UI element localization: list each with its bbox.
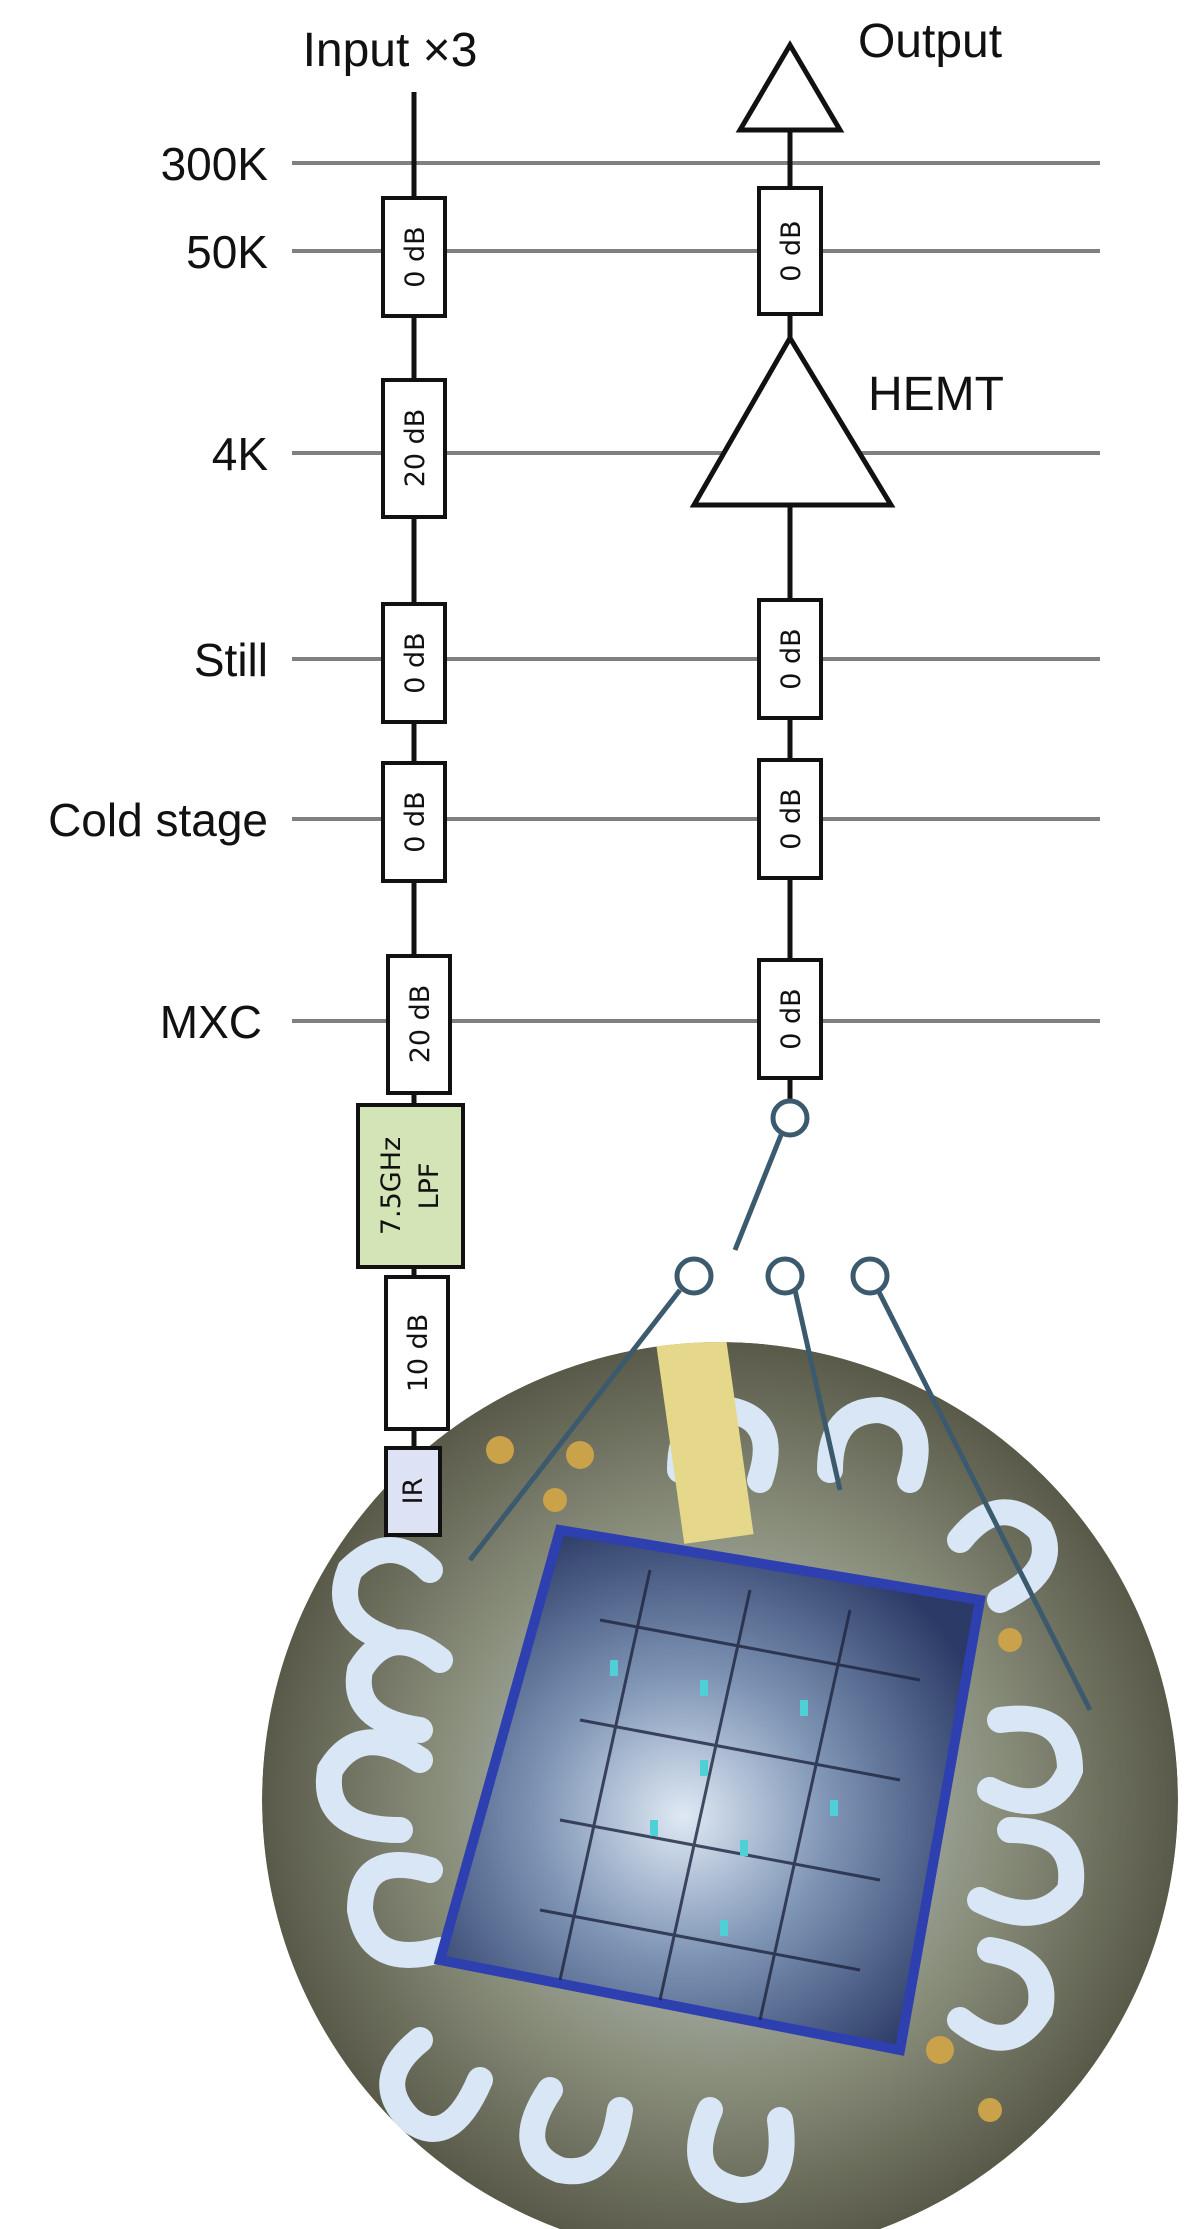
stage-labels: 300K 50K 4K Still Cold stage MXC (48, 138, 268, 1048)
output-port-circle (770, 1098, 810, 1138)
hemt-label: HEMT (868, 368, 1004, 421)
output-attenuator-still-label: 0 dB (776, 628, 807, 689)
input-attenuator-50k: 0 dB (381, 196, 447, 318)
ir-filter-label: IR (398, 1478, 429, 1505)
input-attenuator-10db-label: 10 dB (403, 1314, 434, 1393)
output-attenuator-50k: 0 dB (757, 186, 823, 316)
output-attenuator-cold-stage: 0 dB (757, 758, 823, 880)
stage-label-cold-stage: Cold stage (48, 794, 268, 846)
stage-label-still: Still (194, 634, 268, 686)
input-attenuator-10db: 10 dB (384, 1275, 450, 1431)
input-attenuator-mxc: 20 dB (386, 954, 452, 1095)
input-attenuator-4k: 20 dB (381, 378, 447, 519)
output-attenuator-cold-stage-label: 0 dB (776, 788, 807, 849)
stage-label-50k: 50K (186, 226, 268, 278)
chip-port-circle-3 (850, 1256, 890, 1296)
chip-photo (262, 1342, 1178, 2229)
input-attenuator-still-label: 0 dB (400, 632, 431, 693)
low-pass-filter: 7.5GHz LPF (356, 1103, 465, 1269)
input-attenuators: 0 dB 20 dB 0 dB 0 dB 20 dB (381, 196, 452, 1095)
input-attenuator-4k-label: 20 dB (400, 409, 431, 488)
stage-label-4k: 4K (212, 428, 269, 480)
stage-label-300k: 300K (161, 138, 269, 190)
lpf-label-type: LPF (414, 1163, 445, 1210)
input-attenuator-50k-label: 0 dB (400, 226, 431, 287)
output-label: Output (858, 15, 1002, 68)
chip-port-circle-1 (674, 1256, 714, 1296)
chip-port-circle-2 (765, 1256, 805, 1296)
hemt-amplifier-icon (689, 333, 896, 508)
input-label: Input ×3 (303, 24, 478, 77)
input-attenuator-cold-stage: 0 dB (381, 761, 447, 883)
output-attenuators: 0 dB 0 dB 0 dB 0 dB (757, 186, 823, 1080)
output-attenuator-mxc-label: 0 dB (776, 988, 807, 1049)
output-attenuator-mxc: 0 dB (757, 958, 823, 1080)
lpf-label-frequency: 7.5GHz (376, 1137, 407, 1235)
output-amplifier-icon (735, 40, 845, 133)
connector-leads (468, 1098, 1093, 1712)
input-attenuator-mxc-label: 20 dB (405, 985, 436, 1064)
output-attenuator-50k-label: 0 dB (776, 220, 807, 281)
input-attenuator-cold-stage-label: 0 dB (400, 791, 431, 852)
input-attenuator-still: 0 dB (381, 602, 447, 724)
output-attenuator-still: 0 dB (757, 598, 823, 720)
ir-filter: IR (384, 1446, 442, 1537)
stage-label-mxc: MXC (160, 996, 262, 1048)
